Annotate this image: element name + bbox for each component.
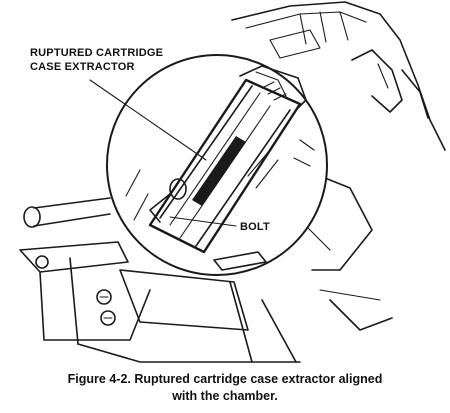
callout-extractor-line2: CASE EXTRACTOR: [30, 61, 135, 73]
caption-line2: with the chamber.: [172, 389, 278, 403]
caption-line1: Figure 4-2. Ruptured cartridge case extr…: [67, 372, 383, 386]
extractor-leader-line: [89, 79, 207, 161]
figure-caption: Figure 4-2. Ruptured cartridge case extr…: [0, 371, 450, 405]
weapon-diagram: RUPTURED CARTRIDGE CASE EXTRACTOR BOLT: [19, 1, 446, 363]
callout-extractor-line1: RUPTURED CARTRIDGE: [30, 47, 163, 59]
callout-bolt: BOLT: [240, 221, 270, 233]
magnified-inset: [106, 54, 328, 276]
leader-lines: [89, 79, 237, 227]
bolt-leader-line: [169, 216, 237, 227]
receiver-housing: [19, 1, 446, 363]
